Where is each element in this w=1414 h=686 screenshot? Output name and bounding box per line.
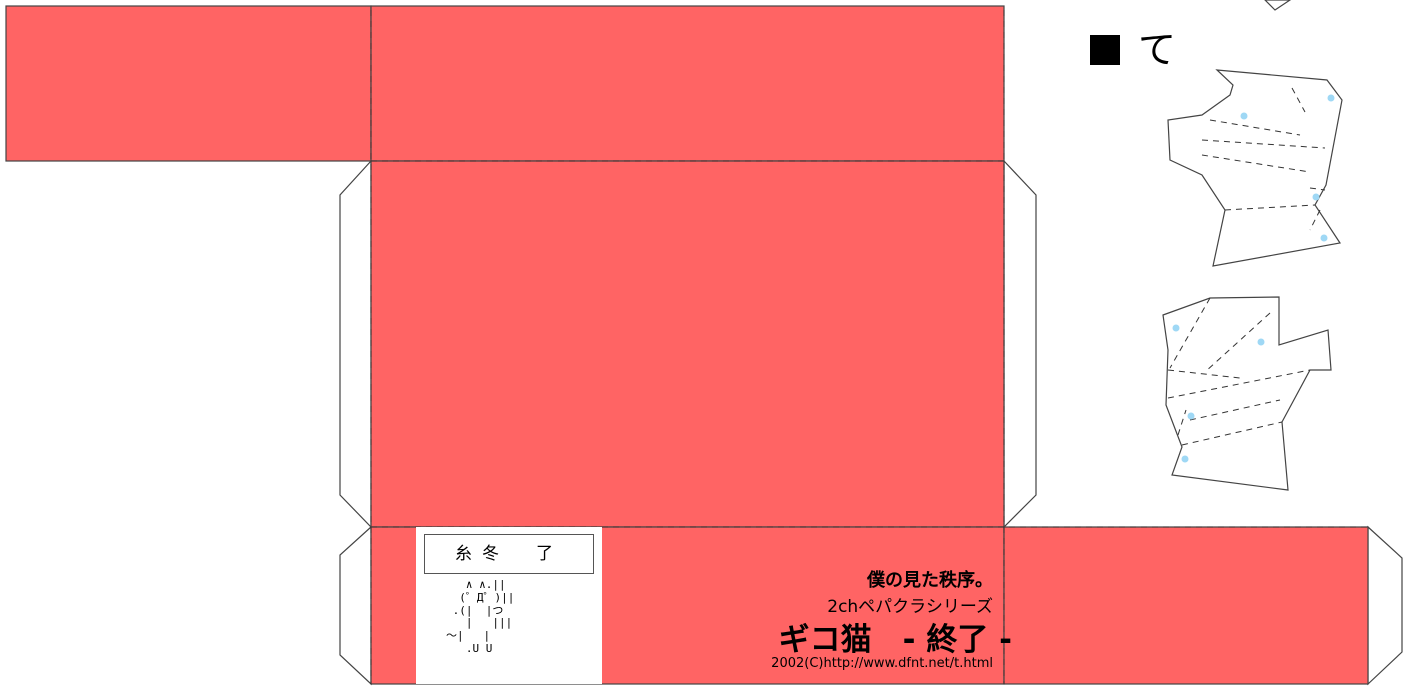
section-label: て (1090, 28, 1176, 72)
ascii-art-card: 糸冬 了 ∧ ∧.|| (゜Д゜)|| .(| |つ | |||～| | .U … (416, 527, 602, 684)
glue-tab-right-end (1367, 525, 1403, 686)
glue-dot (1172, 324, 1180, 332)
red-panels (5, 5, 1369, 685)
glue-dot (1187, 412, 1195, 420)
sign-box: 糸冬 了 (424, 534, 594, 574)
ascii-art-line: ～| | (446, 629, 491, 643)
top-right-tab (1264, 0, 1292, 11)
credit-title: 僕の見た秩序。 (867, 570, 993, 591)
glue-dot (1312, 193, 1320, 201)
panel-bottom-right (1003, 526, 1369, 685)
credit-name: ギコ猫 - 終了 - (778, 622, 1012, 658)
ascii-art-line: .(| |つ (446, 603, 504, 617)
sign-text: 糸冬 了 (455, 544, 563, 564)
section-label-text: て (1138, 28, 1177, 72)
ascii-art-line: | ||| (446, 616, 513, 630)
ascii-art-line: (゜Д゜)|| (446, 590, 515, 604)
glue-tab-right-upper (1003, 159, 1037, 529)
glue-dot (1240, 112, 1248, 120)
glue-dot (1320, 234, 1328, 242)
panel-top-left (5, 5, 372, 162)
black-square-icon (1090, 35, 1120, 65)
glue-tab-left-lower (339, 525, 372, 686)
foot-piece-upper-outline (1167, 69, 1343, 267)
panel-top-center (370, 5, 1005, 162)
ascii-art-line: .U U (446, 641, 493, 655)
panel-main (370, 160, 1005, 528)
credit-url: 2002(C)http://www.dfnt.net/t.html (771, 656, 993, 671)
glue-dot (1327, 94, 1335, 102)
glue-dot (1257, 338, 1265, 346)
glue-dot (1181, 455, 1189, 463)
foot-piece-lower (1162, 296, 1332, 491)
foot-piece-lower-outline (1162, 296, 1332, 491)
glue-tab-left-upper (339, 159, 372, 529)
credit-series: 2chペパクラシリーズ (827, 597, 993, 617)
ascii-art: ∧ ∧.|| (゜Д゜)|| .(| |つ | |||～| | .U U (446, 578, 515, 656)
ascii-art-line: ∧ ∧.|| (446, 578, 506, 591)
foot-piece-upper (1167, 69, 1343, 267)
